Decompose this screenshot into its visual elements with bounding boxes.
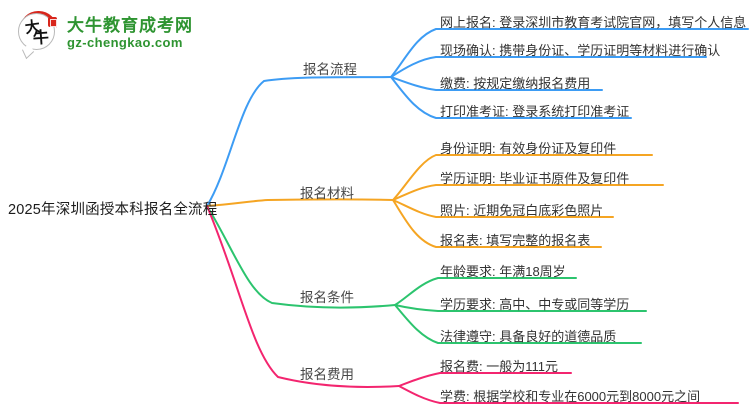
leaf-line [398,385,739,404]
logo-subtitle: gz-chengkao.com [67,35,183,51]
leaf-node: 照片: 近期免冠白底彩色照片 [440,203,604,218]
leaf-line [390,76,603,91]
leaf-node: 学历证明: 毕业证书原件及复印件 [440,171,630,186]
leaf-node: 学费: 根据学校和专业在6000元到8000元之间 [440,389,701,404]
root-topic: 2025年深圳函授本科报名全流程 [8,202,218,218]
leaf-line [394,304,647,312]
branch-label-materials: 报名材料 [300,186,354,201]
daniu-ox-mascot-icon: 大 牛 [18,11,60,60]
leaf-node: 缴费: 按规定缴纳报名费用 [440,76,591,91]
leaf-line [394,304,642,344]
leaf-node: 打印准考证: 登录系统打印准考证 [440,104,630,119]
leaf-line [392,184,664,201]
leaf-node: 学历要求: 高中、中专或同等学历 [440,297,630,312]
leaf-line [392,154,653,201]
branch-line-materials [206,198,394,207]
leaf-node: 网上报名: 登录深圳市教育考试院官网，填写个人信息 [440,15,747,30]
leaf-line [390,76,632,119]
branch-label-process: 报名流程 [303,62,357,77]
branch-label-requirements: 报名条件 [300,290,354,305]
leaf-node: 法律遵守: 具备良好的道德品质 [440,329,617,344]
leaf-node: 报名表: 填写完整的报名表 [440,233,591,248]
leaf-line [398,372,572,387]
site-logo[interactable]: 大 牛 大牛教育成考网 gz-chengkao.com [18,11,193,60]
logo-title: 大牛教育成考网 [67,15,193,35]
branch-line-requirements [206,205,396,309]
branch-label-fees: 报名费用 [300,367,354,382]
leaf-node: 现场确认: 携带身份证、学历证明等材料进行确认 [440,43,721,58]
leaf-node: 报名费: 一般为111元 [440,359,558,374]
leaf-line [394,277,577,306]
red-seal-stamp [48,17,57,27]
leaf-node: 身份证明: 有效身份证及复印件 [440,141,617,156]
leaf-line [390,28,749,78]
leaf-line [392,199,602,248]
branch-line-process [206,76,392,207]
branch-line-fees [206,205,400,388]
leaf-line [390,56,707,78]
leaf-node: 年龄要求: 年满18周岁 [440,264,566,279]
leaf-line [392,199,614,218]
